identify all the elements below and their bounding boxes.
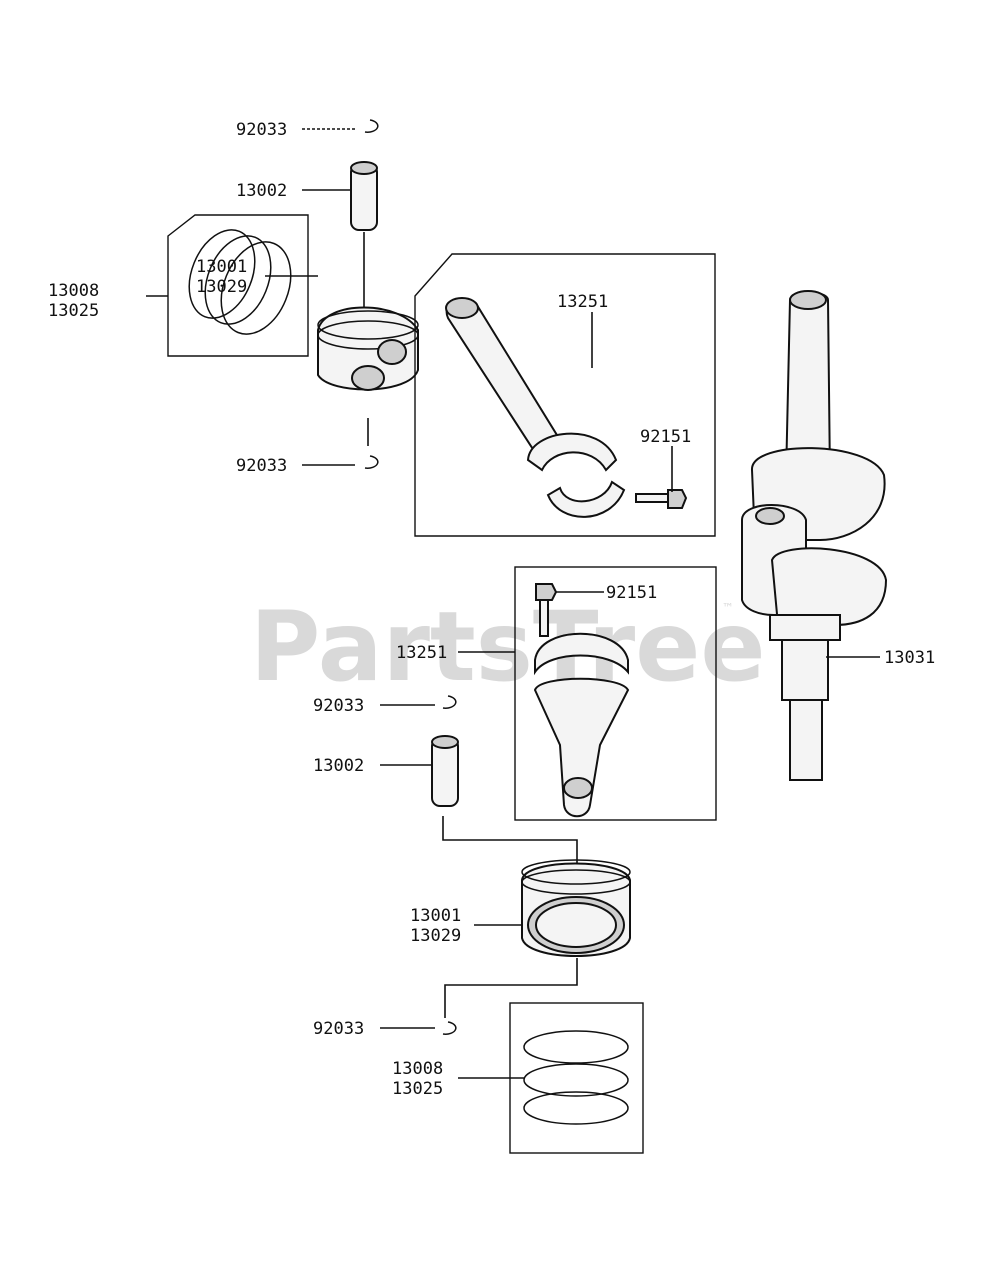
callout-13001-b: 13001 [410,906,461,926]
piston-pin-top[interactable] [350,161,378,310]
circlip-top[interactable] [364,119,379,133]
callout-13008-b: 13008 [392,1059,443,1079]
callout-13029-a: 13029 [196,277,247,297]
callout-92033-d: 92033 [313,1019,364,1039]
crankshaft[interactable] [741,290,888,781]
circlip-lower-top[interactable] [442,695,457,709]
callout-92033-c: 92033 [313,696,364,716]
connecting-rod-box-lower[interactable] [514,566,717,821]
callout-13025-a: 13025 [48,301,99,321]
callout-13002-b: 13002 [313,756,364,776]
piston-ring-box-top[interactable] [167,214,309,357]
callout-92151-a: 92151 [640,427,691,447]
callout-13251-a: 13251 [557,292,608,312]
piston-lower[interactable] [521,859,631,957]
leader-piston-to-circlip [444,958,578,1018]
callout-13025-b: 13025 [392,1079,443,1099]
callout-92151-b: 92151 [606,583,657,603]
circlip-upper-piston-bottom[interactable] [364,455,379,469]
callout-13008-a: 13008 [48,281,99,301]
callout-13031: 13031 [884,648,935,668]
piston-pin-lower[interactable] [431,735,459,807]
callout-13002-a: 13002 [236,181,287,201]
leader-lines [146,128,880,1079]
piston-ring-box-lower[interactable] [509,1002,644,1154]
watermark-trademark: ™ [722,601,734,615]
callout-13029-b: 13029 [410,926,461,946]
watermark: PartsTree [250,591,765,703]
piston-top[interactable] [317,306,419,447]
callout-13001-a: 13001 [196,257,247,277]
connecting-rod-box-upper[interactable] [414,253,716,537]
callout-13251-b: 13251 [396,643,447,663]
leader-pin-to-piston [442,816,578,864]
callout-92033-b: 92033 [236,456,287,476]
callout-92033-a: 92033 [236,120,287,140]
circlip-lower-bottom[interactable] [442,1021,457,1035]
